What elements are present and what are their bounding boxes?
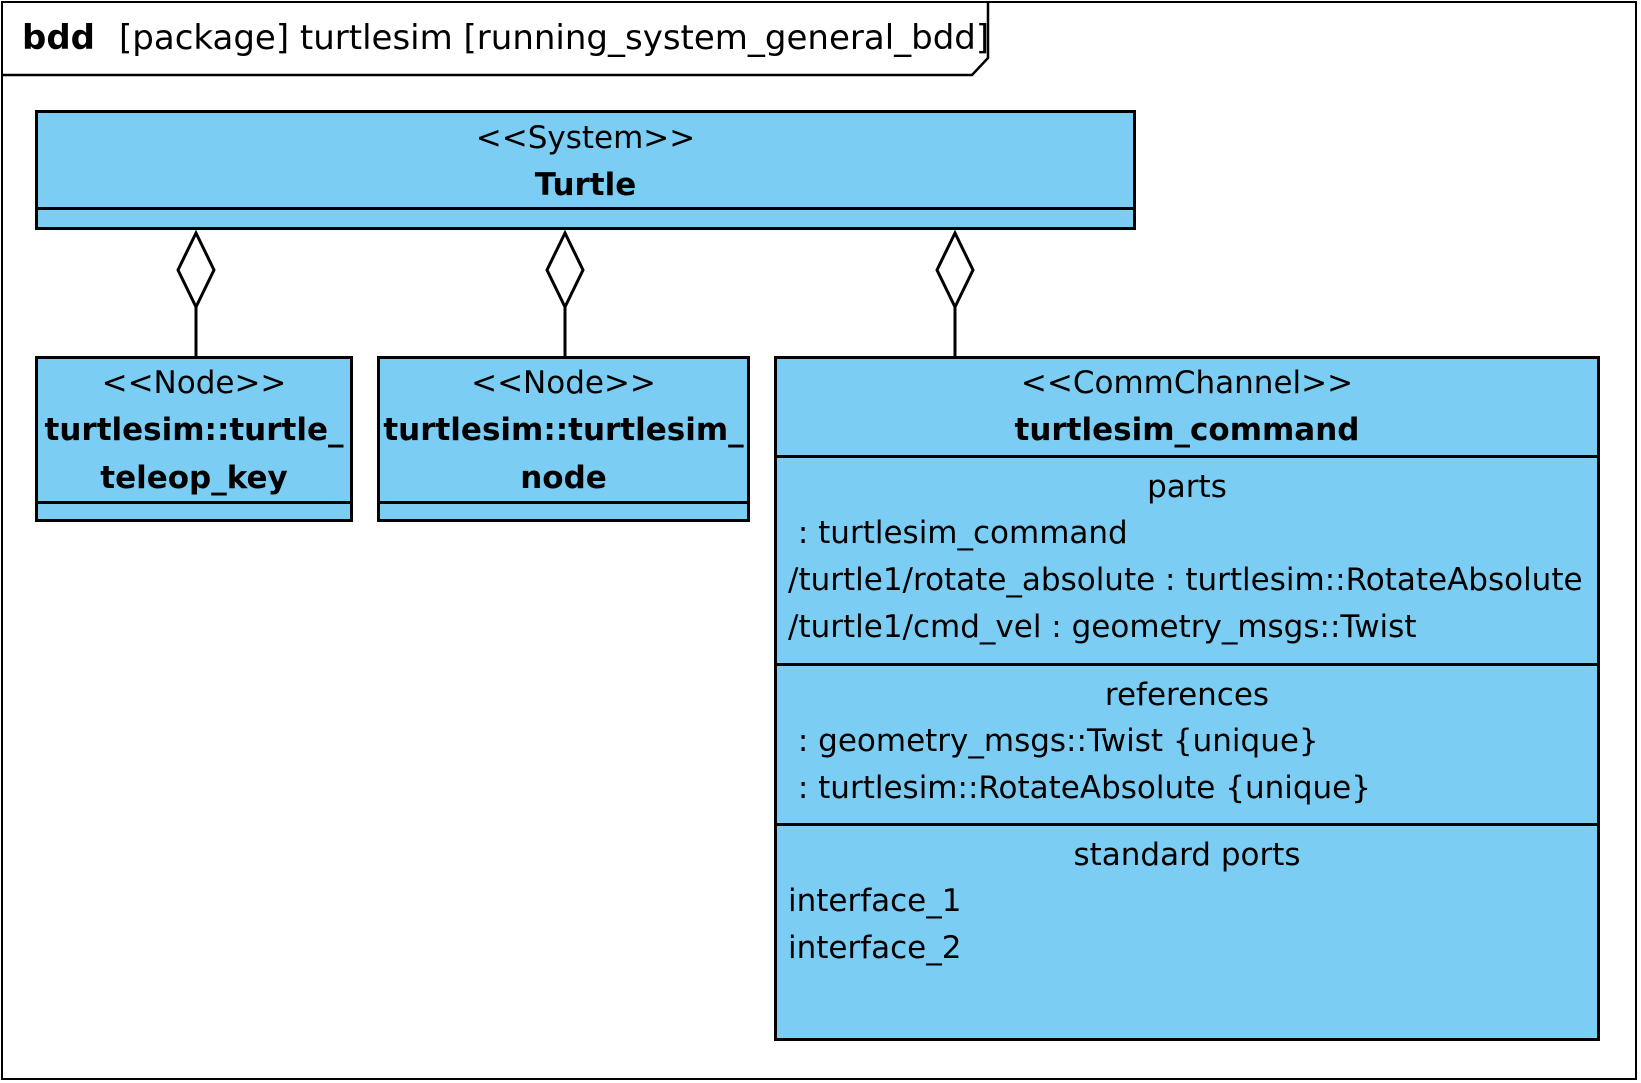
compartment-title-references: references [1104, 677, 1270, 713]
reference-item: : turtlesim::RotateAbsolute {unique} [788, 770, 1371, 806]
stereotype-label: <<Node>> [471, 365, 656, 401]
aggregation-diamond-teleop [176, 229, 216, 311]
block-name-line1: turtlesim::turtle_ [44, 412, 344, 448]
block-name-line2: node [520, 460, 607, 496]
block-turtlesim-command[interactable]: <<CommChannel>> turtlesim_command parts … [774, 356, 1600, 1041]
block-name-line2: teleop_key [100, 460, 288, 496]
aggregation-diamond-node [545, 229, 585, 311]
stereotype-label: <<System>> [475, 120, 696, 156]
aggregation-teleop [176, 229, 216, 356]
port-item: interface_2 [788, 930, 962, 966]
block-name: turtlesim_command [1014, 412, 1360, 448]
compartment-references: references : geometry_msgs::Twist {uniqu… [777, 666, 1597, 826]
block-turtle[interactable]: <<System>> Turtle [35, 110, 1136, 230]
block-node-header: <<Node>> turtlesim::turtlesim_ node [380, 359, 747, 504]
block-command-header: <<CommChannel>> turtlesim_command [777, 359, 1597, 458]
aggregation-node [545, 229, 585, 356]
compartment-standard-ports: standard ports interface_1 interface_2 [777, 826, 1597, 980]
aggregation-diamond-command [935, 229, 975, 311]
stereotype-label: <<Node>> [101, 365, 287, 401]
diagram-kind: bdd [22, 18, 96, 58]
reference-item: : geometry_msgs::Twist {unique} [788, 723, 1319, 759]
part-item: /turtle1/rotate_absolute : turtlesim::Ro… [788, 562, 1583, 598]
stereotype-label: <<CommChannel>> [1020, 365, 1354, 401]
block-teleop-key[interactable]: <<Node>> turtlesim::turtle_ teleop_key [35, 356, 353, 522]
block-teleop-header: <<Node>> turtlesim::turtle_ teleop_key [38, 359, 350, 504]
diagram-title: [package] turtlesim [running_system_gene… [119, 18, 990, 58]
part-item: : turtlesim_command [788, 515, 1128, 551]
frame-heading: bdd [package] turtlesim [running_system_g… [22, 16, 989, 60]
block-name: Turtle [534, 167, 637, 203]
aggregation-command [935, 229, 975, 356]
block-turtle-header: <<System>> Turtle [38, 113, 1133, 210]
compartment-title-standard-ports: standard ports [1073, 837, 1301, 873]
block-turtlesim-node[interactable]: <<Node>> turtlesim::turtlesim_ node [377, 356, 750, 522]
compartment-parts: parts : turtlesim_command /turtle1/rotat… [777, 458, 1597, 666]
port-item: interface_1 [788, 883, 962, 919]
part-item: /turtle1/cmd_vel : geometry_msgs::Twist [788, 609, 1417, 645]
compartment-title-parts: parts [1147, 469, 1227, 505]
block-name-line1: turtlesim::turtlesim_ [383, 412, 744, 448]
